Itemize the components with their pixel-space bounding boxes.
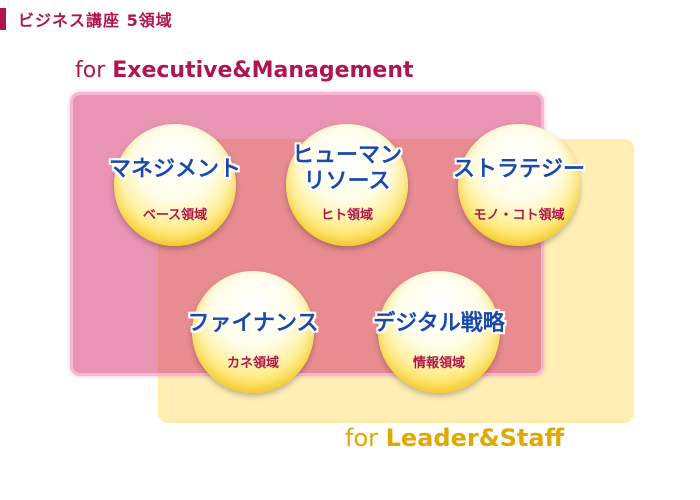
- page-title: ビジネス講座 5領域: [18, 11, 173, 30]
- digital-strategy-subtitle: 情報領域: [412, 356, 465, 371]
- title-accent-bar: [0, 8, 6, 30]
- human-resources-subtitle: ヒト領域: [320, 208, 373, 223]
- finance-subtitle: カネ領域: [226, 356, 279, 371]
- human-resources-title-line1: ヒューマン: [291, 143, 402, 168]
- page-title-bar: ビジネス講座 5領域: [0, 8, 173, 30]
- digital-strategy-sphere: [378, 271, 500, 393]
- executive-label-text: Executive&Management: [112, 58, 414, 83]
- management-title: マネジメント: [108, 157, 241, 182]
- leader-label-text: Leader&Staff: [385, 424, 565, 452]
- management-sphere: [114, 124, 236, 246]
- strategy-title: ストラテジー: [452, 157, 585, 182]
- management-subtitle: ベース領域: [142, 208, 208, 223]
- human-resources-title-line2: リソース: [303, 169, 391, 194]
- leader-staff-label: for Leader&Staff: [345, 424, 564, 452]
- human-resources-sphere: [286, 124, 408, 246]
- leader-label-prefix: for: [345, 424, 386, 452]
- finance-title: ファイナンス: [187, 311, 319, 336]
- strategy-sphere: [458, 124, 580, 246]
- finance-sphere: [192, 271, 314, 393]
- strategy-subtitle: モノ・コト領域: [473, 208, 565, 223]
- executive-management-label: for Executive&Management: [75, 58, 414, 83]
- digital-strategy-title: デジタル戦略: [373, 311, 505, 336]
- executive-label-prefix: for: [75, 58, 113, 83]
